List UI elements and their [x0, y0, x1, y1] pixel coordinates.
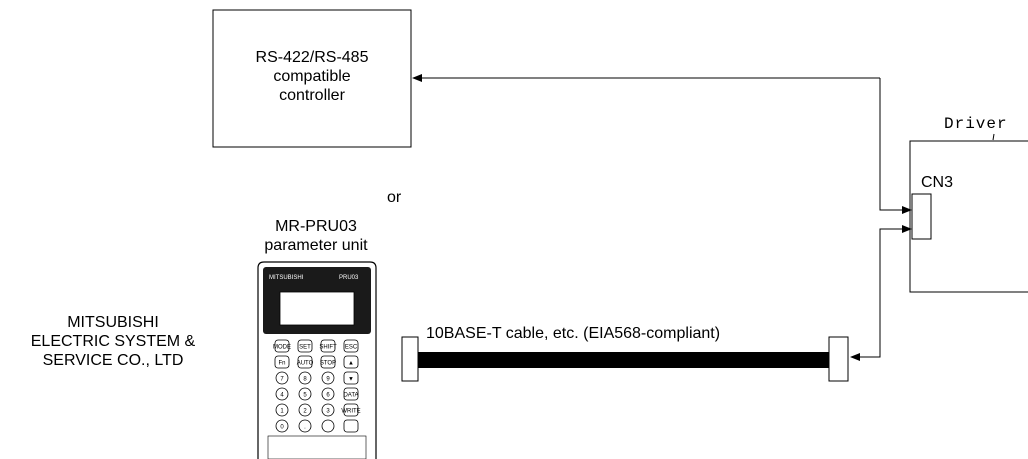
arrow-to-cn3-top: [902, 206, 912, 214]
keypad-key: [298, 387, 312, 401]
keypad-key-label: 6: [326, 393, 330, 399]
keypad-key-label: 5: [303, 393, 307, 399]
controller-box: [212, 9, 412, 148]
keypad-key-label: WRITE: [341, 409, 360, 415]
keypad-key: [321, 387, 335, 401]
keypad: MODE SET SHIFT ESC Fn AUTO STOP ▲ 7 8 9 ▼ 4 5 6 DATA 1 2 3…: [273, 339, 361, 433]
keypad-key: [274, 355, 290, 369]
keypad-key: [343, 403, 359, 417]
keypad-key-label: ESC: [345, 345, 358, 351]
keypad-key-label: 0: [280, 425, 284, 431]
keypad-key: [297, 339, 313, 353]
keypad-key: [320, 339, 336, 353]
controller-label-2: compatible: [273, 68, 351, 85]
keypad-key-label: DATA: [343, 393, 358, 399]
controller-label-3: controller: [279, 87, 345, 104]
keypad-key-label: .: [304, 425, 306, 431]
unit-label-2: parameter unit: [264, 237, 368, 254]
cable-label: 10BASE-T cable, etc. (EIA568-compliant): [426, 325, 721, 342]
keypad-key: [298, 419, 312, 433]
keypad-key: [321, 371, 335, 385]
keypad-key: [274, 339, 290, 353]
keypad-key-label: 4: [280, 393, 284, 399]
keypad-key-label: 9: [326, 377, 330, 383]
keypad-key: [297, 355, 313, 369]
driver-box: [909, 140, 1028, 293]
keypad-key: [275, 419, 289, 433]
keypad-key: [320, 355, 336, 369]
or-label: or: [387, 189, 402, 206]
keypad-key-label: Fn: [278, 361, 285, 367]
keypad-key: [275, 387, 289, 401]
keypad-key: [298, 371, 312, 385]
maker-label-3: SERVICE CO., LTD: [42, 352, 184, 369]
maker-label-2: ELECTRIC SYSTEM &: [30, 333, 196, 350]
keypad-key-label: 1: [280, 409, 284, 415]
keypad-key-label: 2: [303, 409, 307, 415]
arrow-to-controller: [412, 74, 422, 82]
unit-label-1: MR-PRU03: [275, 218, 357, 235]
keypad-key: [321, 419, 335, 433]
keypad-key-label: ▲: [348, 361, 354, 367]
keypad-key: [343, 419, 359, 433]
keypad-key-label: 7: [280, 377, 284, 383]
keypad-key-label: STOP: [320, 361, 336, 367]
keypad-key: [343, 355, 359, 369]
cn3-connector: [911, 193, 932, 240]
cable-left-connector: [401, 336, 419, 382]
keypad-key-label: 8: [303, 377, 307, 383]
keypad-key-label: ▼: [348, 377, 354, 383]
unit-model-text: PRU03: [339, 275, 359, 281]
unit-brand-text: MITSUBISHI: [269, 275, 304, 281]
keypad-key: [343, 339, 359, 353]
keypad-key: [275, 403, 289, 417]
keypad-key: [343, 371, 359, 385]
controller-label-1: RS-422/RS-485: [255, 49, 369, 66]
keypad-key: [298, 403, 312, 417]
keypad-key-label: SET: [299, 345, 311, 351]
driver-label: Driver: [944, 115, 1008, 133]
driver-leader-tick: [992, 133, 995, 141]
keypad-key: [275, 371, 289, 385]
keypad-key-label: 3: [326, 409, 330, 415]
keypad-key-label: SHIFT: [319, 345, 337, 351]
cn3-label: CN3: [921, 174, 954, 191]
controller-link-line: [879, 78, 906, 211]
keypad-key-label: MODE: [273, 345, 291, 351]
keypad-key: [343, 387, 359, 401]
arrow-to-cn3-bottom: [902, 225, 912, 233]
cable-body: [418, 352, 829, 368]
keypad-key-label: AUTO: [297, 361, 314, 367]
cable-link-line: [856, 228, 906, 358]
maker-label-1: MITSUBISHI: [67, 314, 159, 331]
arrow-to-cable-connector: [850, 353, 860, 361]
keypad-key: [321, 403, 335, 417]
cable-right-connector: [828, 336, 849, 382]
